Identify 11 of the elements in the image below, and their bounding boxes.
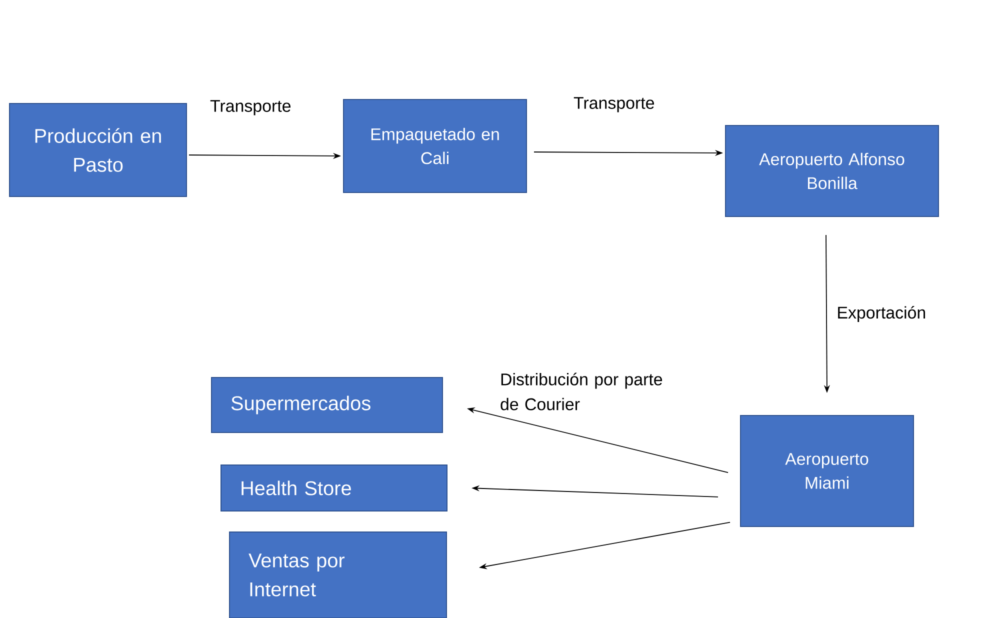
- process-box: Empaquetado en Cali: [343, 99, 527, 193]
- process-box: Producción en Pasto: [9, 103, 187, 197]
- edge-label: Exportación: [838, 306, 926, 322]
- process-box: Aeropuerto Miami: [740, 415, 914, 527]
- process-box: Health Store: [220, 464, 448, 512]
- edge-label: Transporte: [574, 97, 654, 112]
- process-box: Ventas por Internet: [229, 532, 447, 618]
- edge-label: Transporte: [210, 100, 291, 116]
- process-box: Supermercados: [211, 377, 443, 433]
- edge-label: Distribución por parte de Courier: [500, 372, 662, 410]
- process-box: Aeropuerto Alfonso Bonilla: [725, 125, 939, 217]
